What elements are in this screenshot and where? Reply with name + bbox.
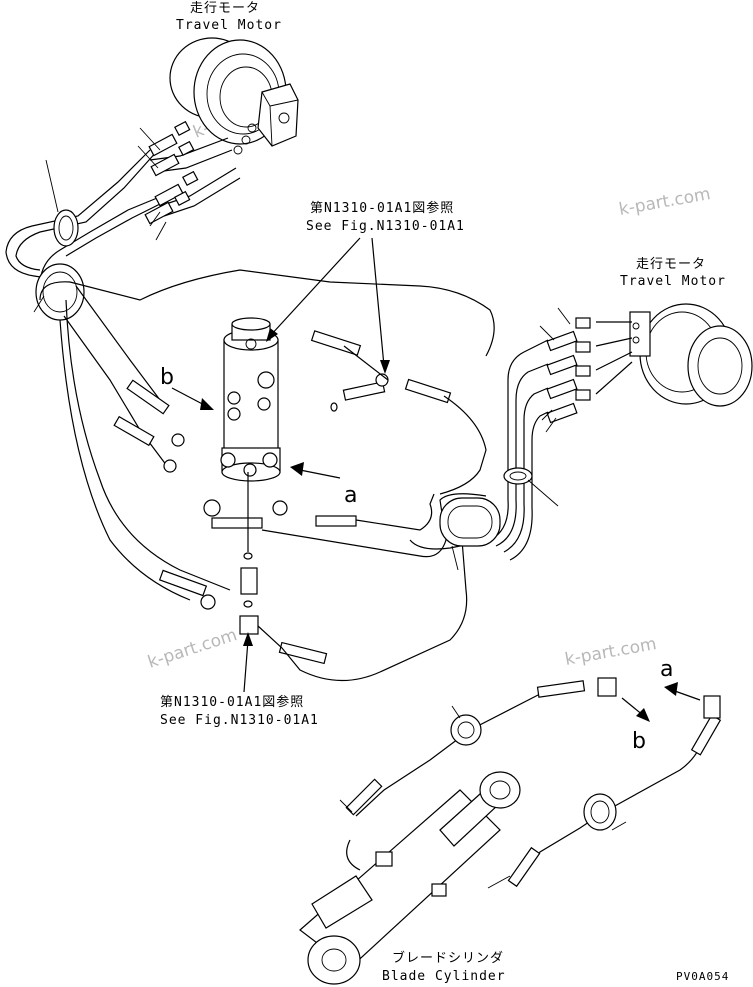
blade-cylinder-fittings xyxy=(345,677,722,888)
top-motor-hoses xyxy=(5,137,241,287)
travel-motor-top xyxy=(169,37,299,155)
hose-clamp xyxy=(53,209,79,247)
hose-clamp xyxy=(439,497,501,547)
travel-motor-right xyxy=(629,303,753,407)
view-b-label: b xyxy=(632,729,646,754)
blade-cylinder xyxy=(299,771,521,985)
view-a-label: a xyxy=(660,657,673,682)
long-hoses-left xyxy=(39,269,495,601)
travel-motor-top-jp-label: 走行モータ xyxy=(190,1,260,16)
watermark: k-part.com xyxy=(563,634,658,670)
watermark: k-part.com xyxy=(617,184,712,220)
hose-clamp xyxy=(503,467,533,485)
travel-motor-right-jp-label: 走行モータ xyxy=(636,257,706,272)
swivel-fittings xyxy=(113,330,452,665)
travel-motor-top-en-label: Travel Motor xyxy=(176,18,282,33)
watermark: k-part.com xyxy=(145,625,239,673)
blade-cylinder-jp-label: ブレードシリンダ xyxy=(392,950,504,966)
right-motor-fittings xyxy=(546,317,591,424)
view-a-label: a xyxy=(344,483,357,508)
right-motor-hoses xyxy=(409,321,633,561)
travel-motor-right-en-label: Travel Motor xyxy=(620,274,726,289)
swivel-joint xyxy=(220,317,281,482)
see-fig-bottom-en-label: See Fig.N1310-01A1 xyxy=(160,713,319,728)
drawing-code: PV0A054 xyxy=(676,970,729,983)
blade-cylinder-en-label: Blade Cylinder xyxy=(382,969,506,984)
view-b-label: b xyxy=(160,365,174,390)
see-fig-top-jp-label: 第N1310-01A1図参照 xyxy=(310,200,454,216)
top-motor-fittings xyxy=(144,120,199,225)
see-fig-bottom-jp-label: 第N1310-01A1図参照 xyxy=(160,694,304,710)
see-fig-top-en-label: See Fig.N1310-01A1 xyxy=(306,219,465,234)
